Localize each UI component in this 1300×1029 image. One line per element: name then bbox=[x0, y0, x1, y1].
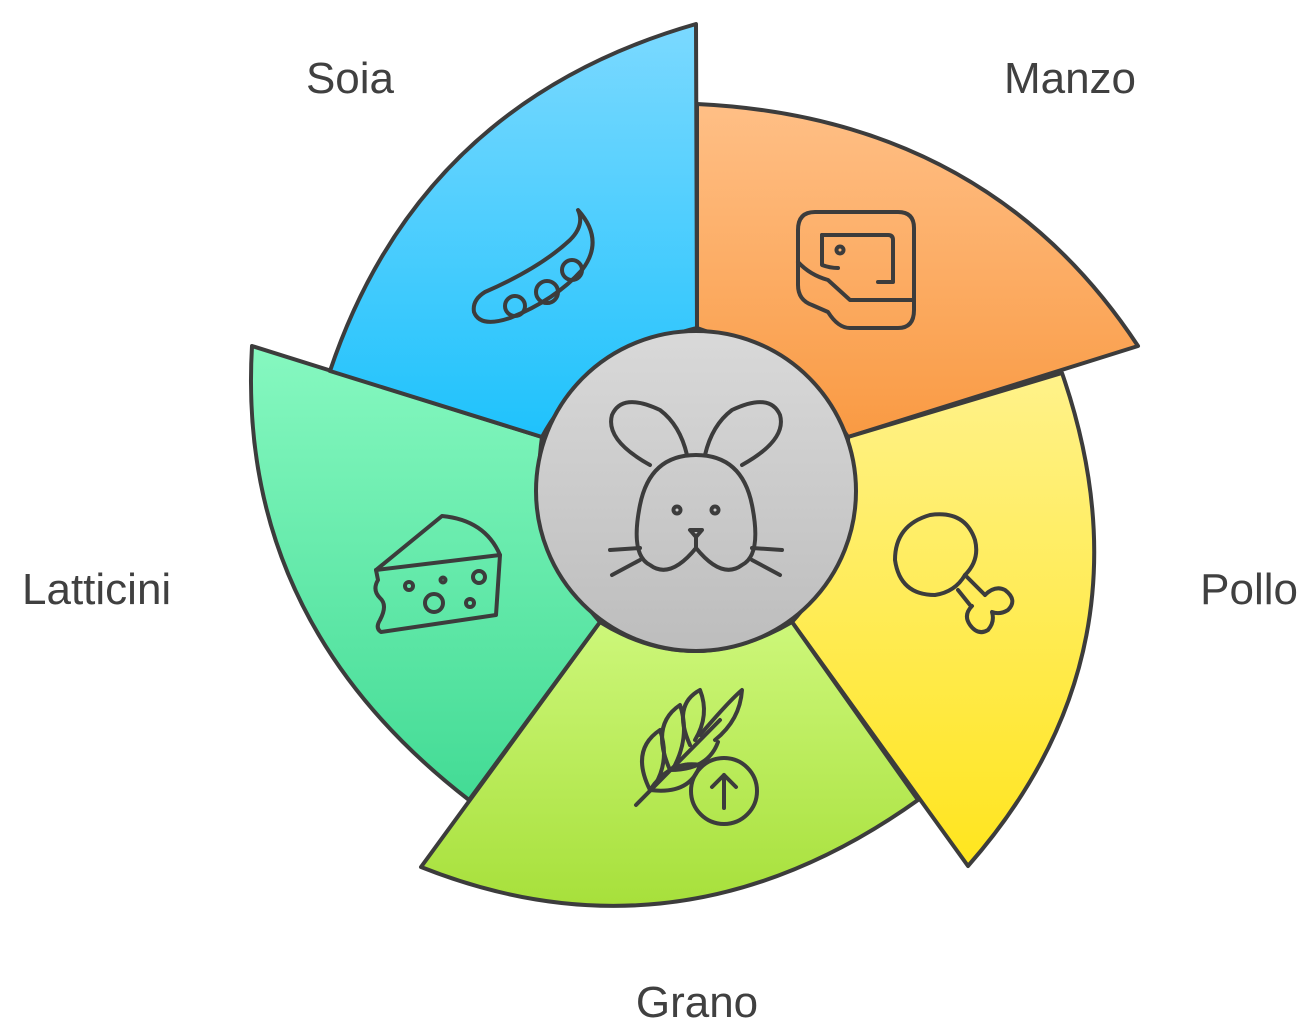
chicken-leg-icon bbox=[893, 512, 1015, 635]
cheese-icon bbox=[373, 514, 502, 634]
label-soia: Soia bbox=[306, 54, 395, 103]
rabbit-face-icon bbox=[608, 400, 784, 577]
soy-pod-icon bbox=[471, 208, 595, 324]
wheat-grain-up-icon bbox=[634, 688, 759, 826]
meat-steak-icon bbox=[796, 210, 916, 330]
label-manzo: Manzo bbox=[1004, 54, 1136, 103]
center-circle bbox=[534, 329, 858, 653]
label-grano: Grano bbox=[636, 978, 758, 1027]
label-pollo: Pollo bbox=[1200, 565, 1298, 614]
label-latticini: Latticini bbox=[22, 565, 171, 614]
